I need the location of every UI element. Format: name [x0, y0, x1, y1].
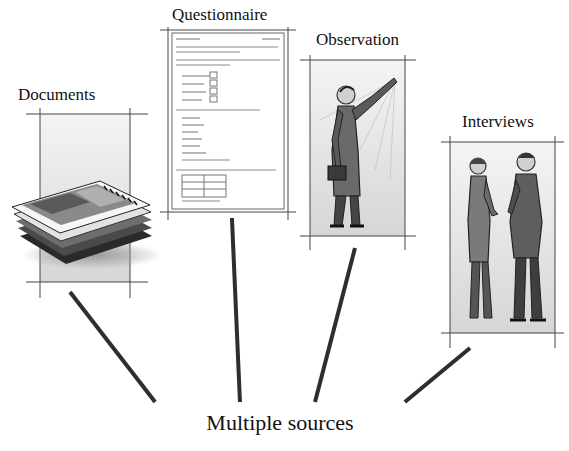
panel-heading: Questionnaire [170, 5, 269, 25]
source-connector [405, 348, 470, 402]
observation-picture [300, 55, 416, 250]
interviews-picture [441, 136, 564, 348]
summary-label: Multiple sources [204, 410, 355, 436]
source-panel: Observation [300, 30, 418, 248]
source-connector [315, 248, 355, 402]
source-connector [70, 292, 155, 402]
connector-line [70, 292, 155, 402]
connector-line [232, 218, 240, 402]
summary-node: Multiple sources [140, 402, 420, 446]
source-connector [232, 218, 240, 402]
panel-heading: Observation [314, 30, 401, 50]
source-panel: Interviews [440, 112, 562, 348]
connector-line [315, 248, 355, 402]
panel-heading: Documents [16, 85, 97, 105]
questionnaire-picture [160, 27, 296, 220]
panel-heading: Interviews [460, 112, 536, 132]
source-panel: Questionnaire [160, 5, 292, 218]
connector-line [405, 348, 470, 402]
documents-picture [12, 108, 162, 298]
source-panel: Documents [12, 85, 142, 292]
